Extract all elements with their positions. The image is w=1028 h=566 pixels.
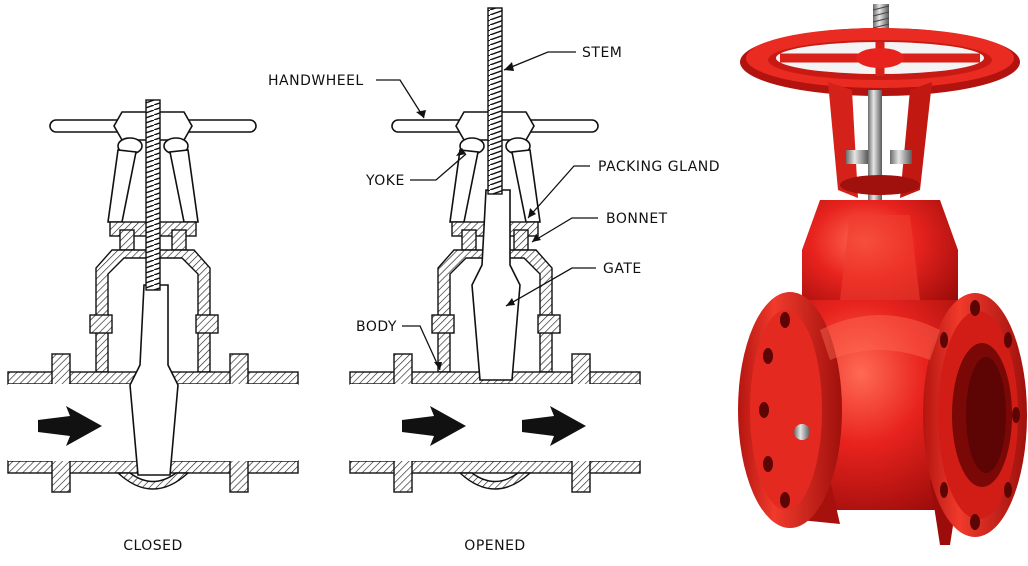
opened-valve-diagram [349, 7, 641, 493]
red-gate-valve-illustration [738, 4, 1027, 545]
caption-opened: OPENED [464, 538, 525, 554]
caption-closed: CLOSED [123, 538, 183, 554]
label-packing-gland: PACKING GLAND [598, 159, 720, 175]
label-gate: GATE [603, 261, 642, 277]
opened-gate [471, 189, 521, 381]
opened-flow-arrow-left [402, 406, 466, 446]
label-bonnet: BONNET [606, 211, 668, 227]
closed-gate [129, 284, 179, 476]
label-stem: STEM [582, 45, 622, 61]
closed-flow-arrow [38, 406, 102, 446]
label-body: BODY [356, 319, 397, 335]
label-yoke: YOKE [365, 173, 405, 189]
closed-valve-diagram [7, 99, 299, 493]
label-handwheel: HANDWHEEL [268, 73, 364, 89]
opened-stem [487, 7, 503, 195]
closed-stem [145, 99, 161, 291]
opened-flow-arrow-right [522, 406, 586, 446]
